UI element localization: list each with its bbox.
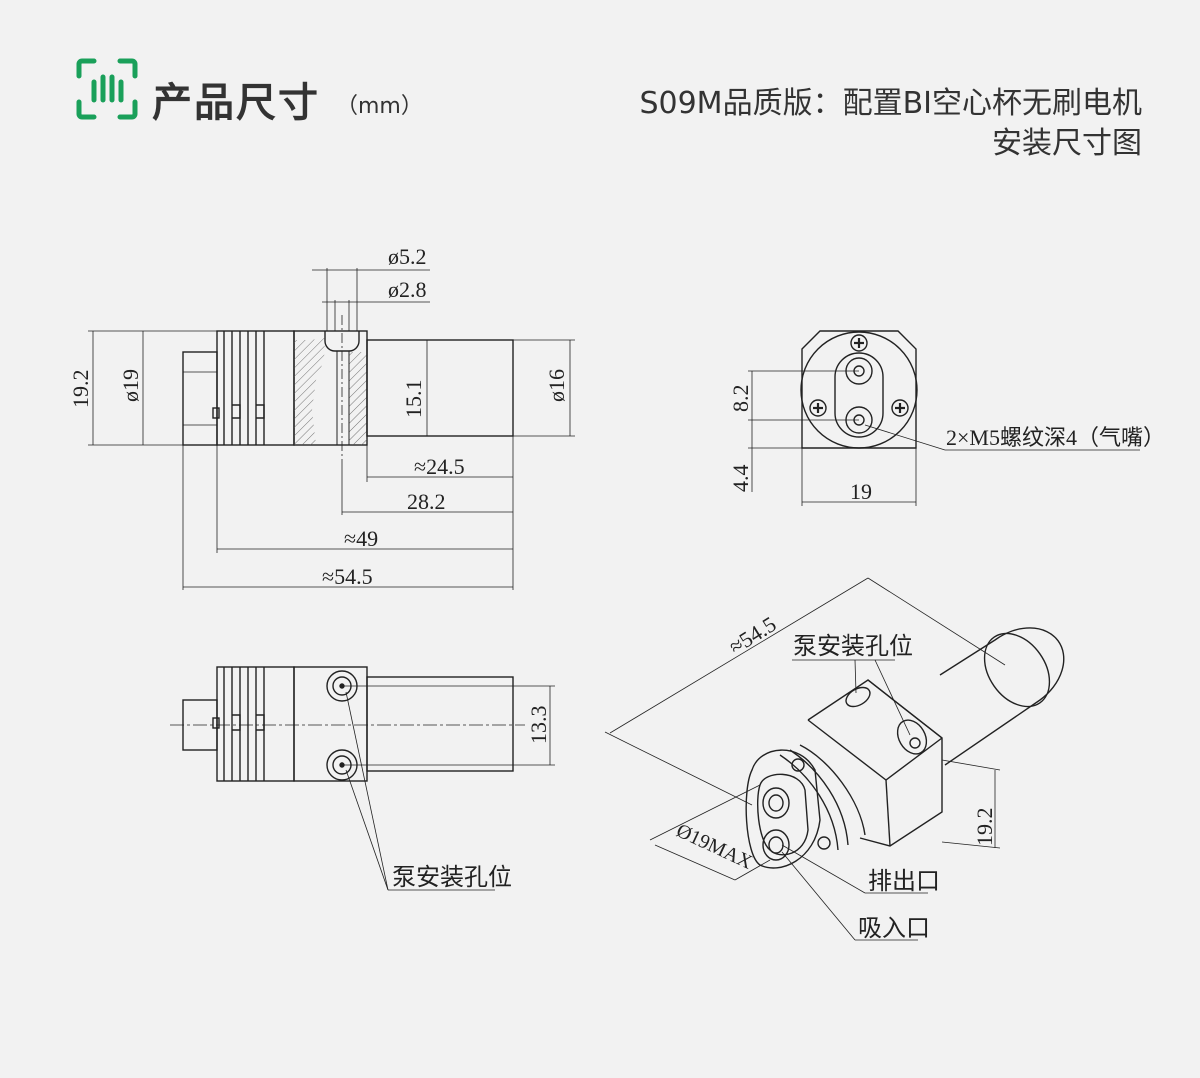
dim-d19max: Ø19MAX (673, 820, 756, 874)
dim-d52: ø5.2 (388, 244, 427, 269)
dim-d19: ø19 (118, 369, 143, 402)
inlet-label: 吸入口 (858, 916, 930, 942)
unit-label: （mm） (336, 94, 423, 119)
dim-d28: ø2.8 (388, 277, 427, 302)
side-view (88, 268, 575, 590)
dim-44: 4.4 (728, 465, 753, 493)
iso-view (604, 577, 1065, 941)
dim-192-iso: 19.2 (972, 808, 997, 847)
front-view (748, 330, 1140, 506)
dim-133: 13.3 (526, 706, 551, 745)
drawing-caption: S09M品质版：配置BI空心杯无刷电机 安装尺寸图 (639, 84, 1142, 164)
caption-line-2: 安装尺寸图 (992, 126, 1142, 161)
dim-19-front: 19 (850, 479, 872, 504)
page-title: 产品尺寸 (152, 80, 320, 126)
outlet-label: 排出口 (868, 868, 940, 895)
ruler-icon (76, 58, 138, 120)
hole-label-iso: 泵安装孔位 (793, 633, 913, 660)
dim-245: ≈24.5 (414, 454, 465, 479)
dim-545-iso: ≈54.5 (724, 611, 780, 659)
dim-282: 28.2 (407, 489, 446, 514)
top-view (170, 666, 555, 891)
hole-label-top: 泵安装孔位 (392, 864, 512, 891)
dim-82: 8.2 (728, 385, 753, 413)
thread-note: 2×M5螺纹深4（气嘴） (946, 425, 1165, 450)
dim-545: ≈54.5 (322, 564, 373, 589)
dim-d16: ø16 (544, 369, 569, 402)
dim-192-left: 19.2 (68, 370, 93, 409)
caption-line-1: S09M品质版：配置BI空心杯无刷电机 (639, 86, 1142, 121)
dim-151: 15.1 (401, 380, 426, 419)
dim-49: ≈49 (344, 526, 378, 551)
